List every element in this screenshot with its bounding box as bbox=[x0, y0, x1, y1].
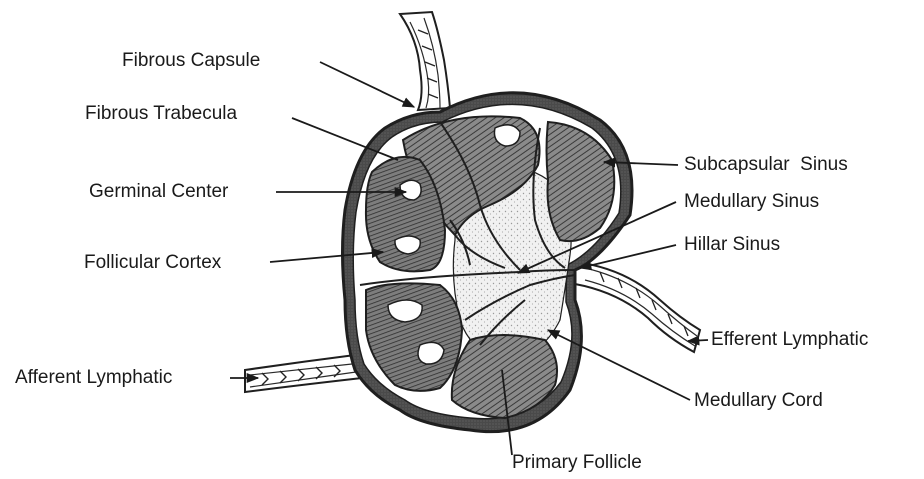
afferent-lymphatic-vessel bbox=[245, 355, 362, 392]
label-primary-follicle: Primary Follicle bbox=[512, 452, 642, 474]
label-efferent-lymphatic: Efferent Lymphatic bbox=[711, 329, 868, 351]
label-hillar-sinus: Hillar Sinus bbox=[684, 234, 780, 256]
label-germinal-center: Germinal Center bbox=[89, 181, 228, 203]
top-vessel bbox=[400, 12, 450, 110]
label-follicular-cortex: Follicular Cortex bbox=[84, 252, 221, 274]
label-subcapsular-sinus: Subcapsular Sinus bbox=[684, 154, 848, 176]
pointer-fibrous-capsule bbox=[320, 62, 414, 107]
pointer-efferent-lymphatic bbox=[688, 340, 708, 341]
efferent-lymphatic-vessel bbox=[575, 262, 700, 352]
label-afferent-lymphatic: Afferent Lymphatic bbox=[15, 367, 172, 389]
label-fibrous-capsule: Fibrous Capsule bbox=[122, 50, 260, 72]
label-fibrous-trabecula: Fibrous Trabecula bbox=[85, 103, 237, 125]
label-medullary-cord: Medullary Cord bbox=[694, 390, 823, 412]
label-medullary-sinus: Medullary Sinus bbox=[684, 191, 819, 213]
